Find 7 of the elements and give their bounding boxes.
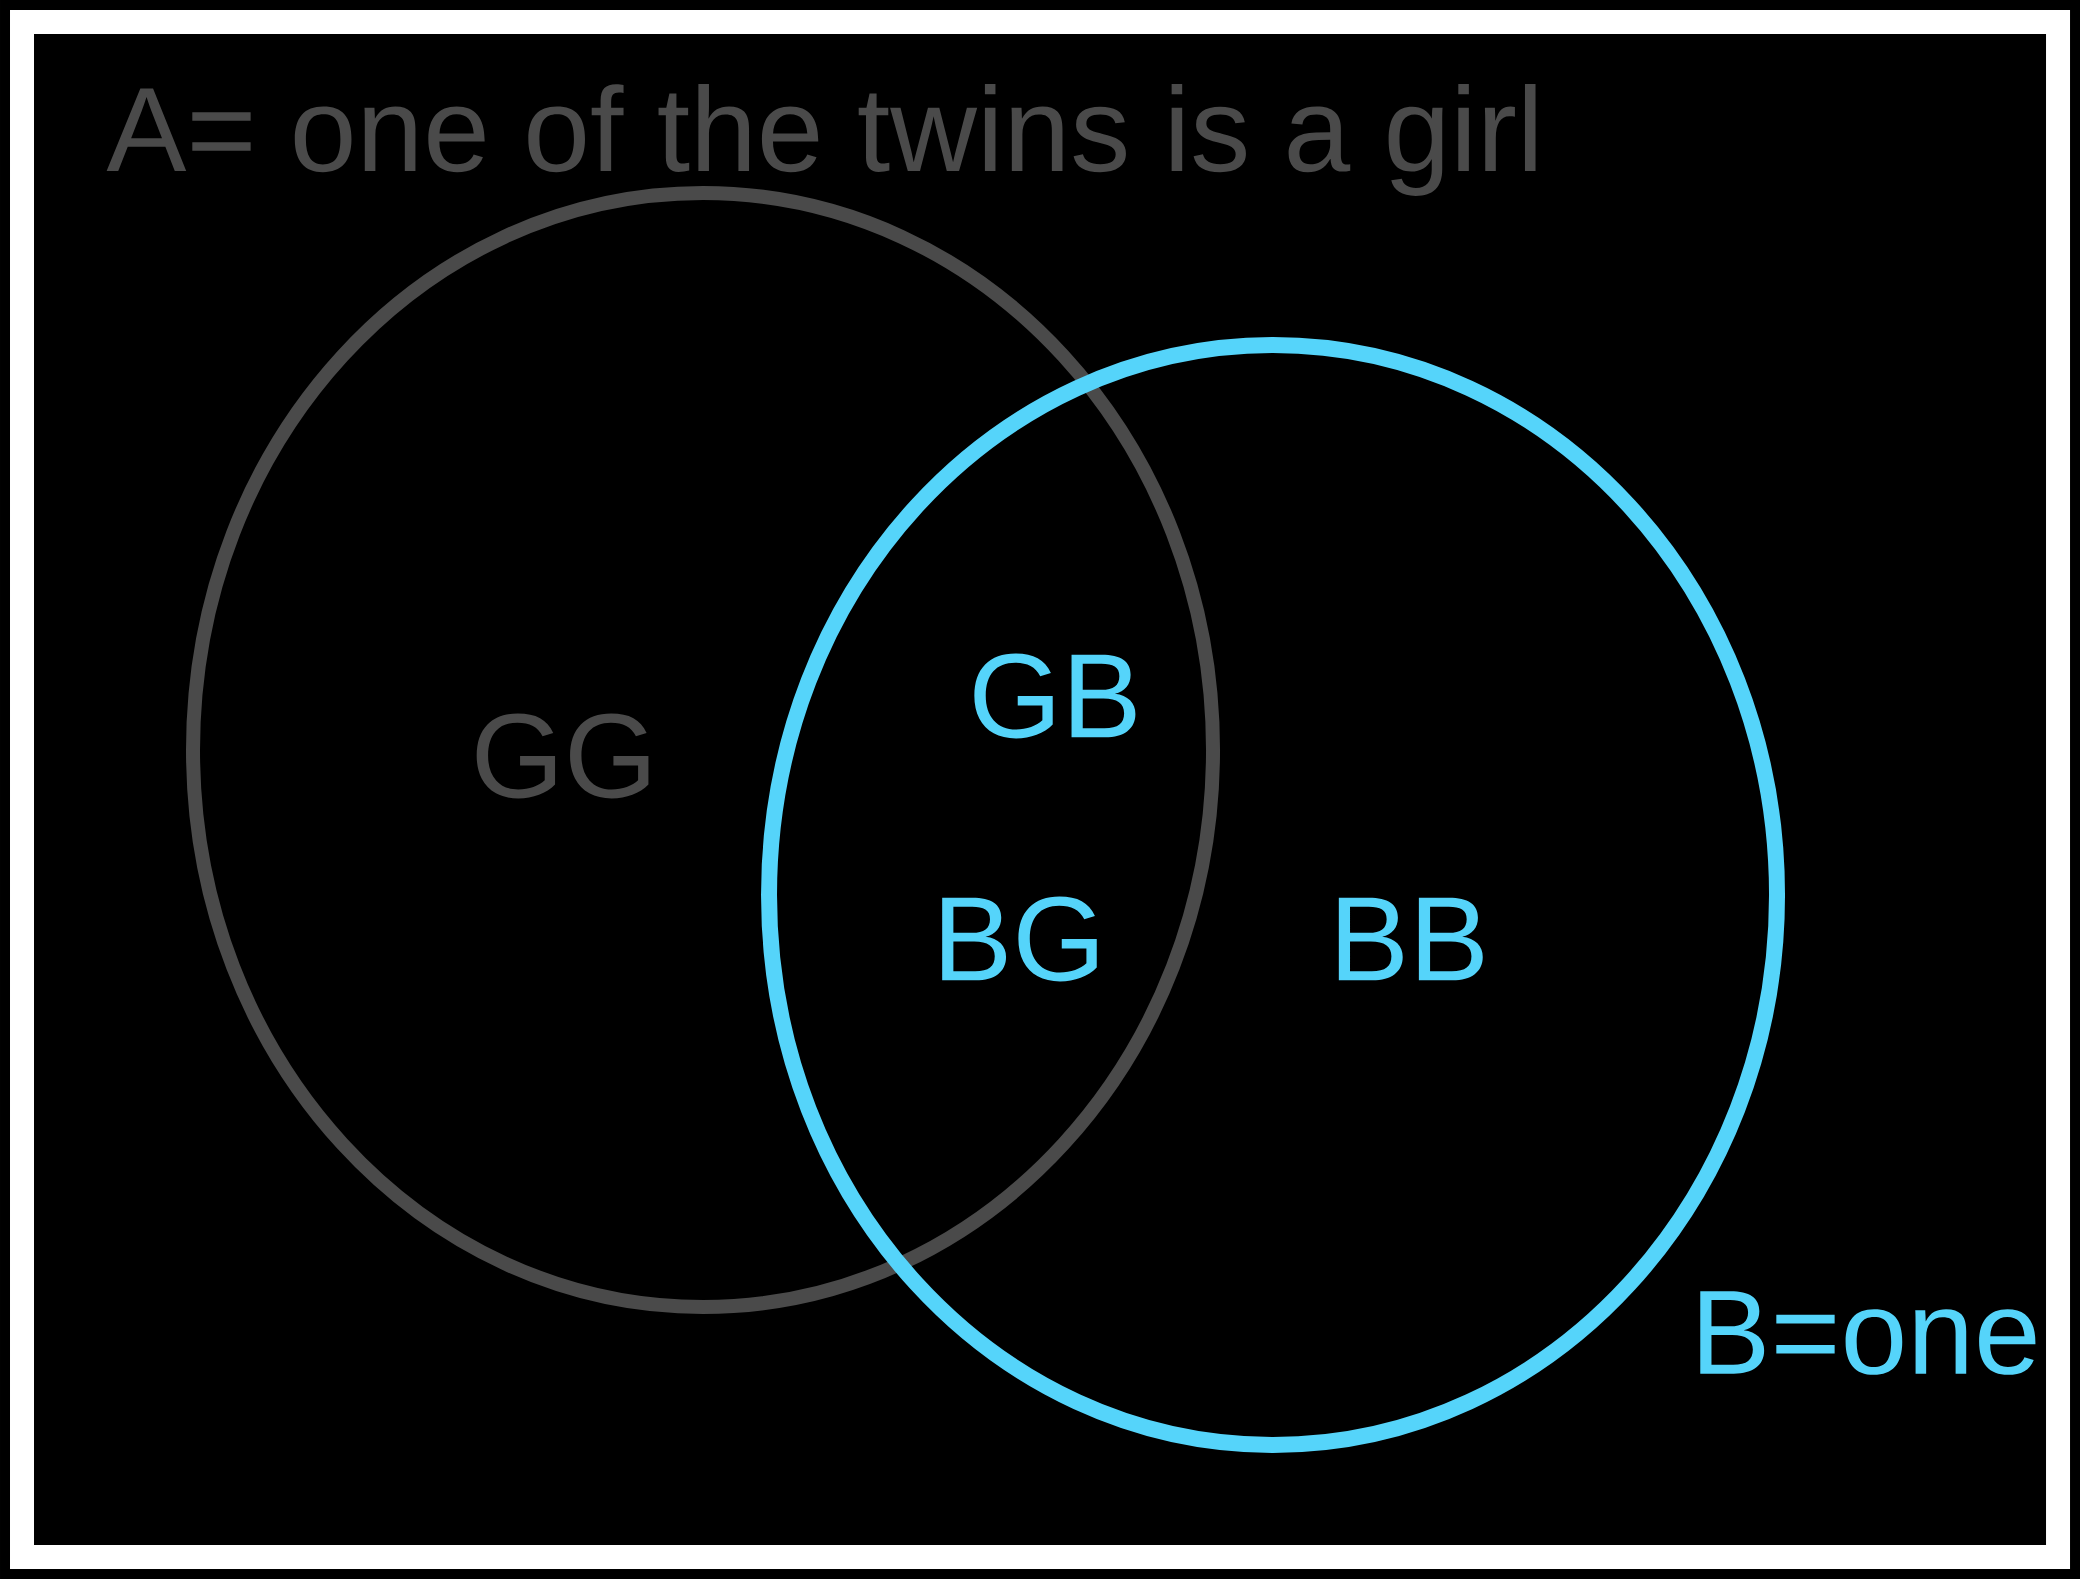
set-label: B=one [1700, 1291, 2036, 1375]
outcome-label: BG [942, 896, 1097, 982]
outcome-label: BB [1338, 897, 1483, 981]
outcome-label: GG [476, 713, 649, 799]
set-label: A= one of the twins is a girl [106, 84, 1536, 196]
set-circle [186, 186, 1220, 1314]
outcome-label: GB [974, 653, 1136, 739]
